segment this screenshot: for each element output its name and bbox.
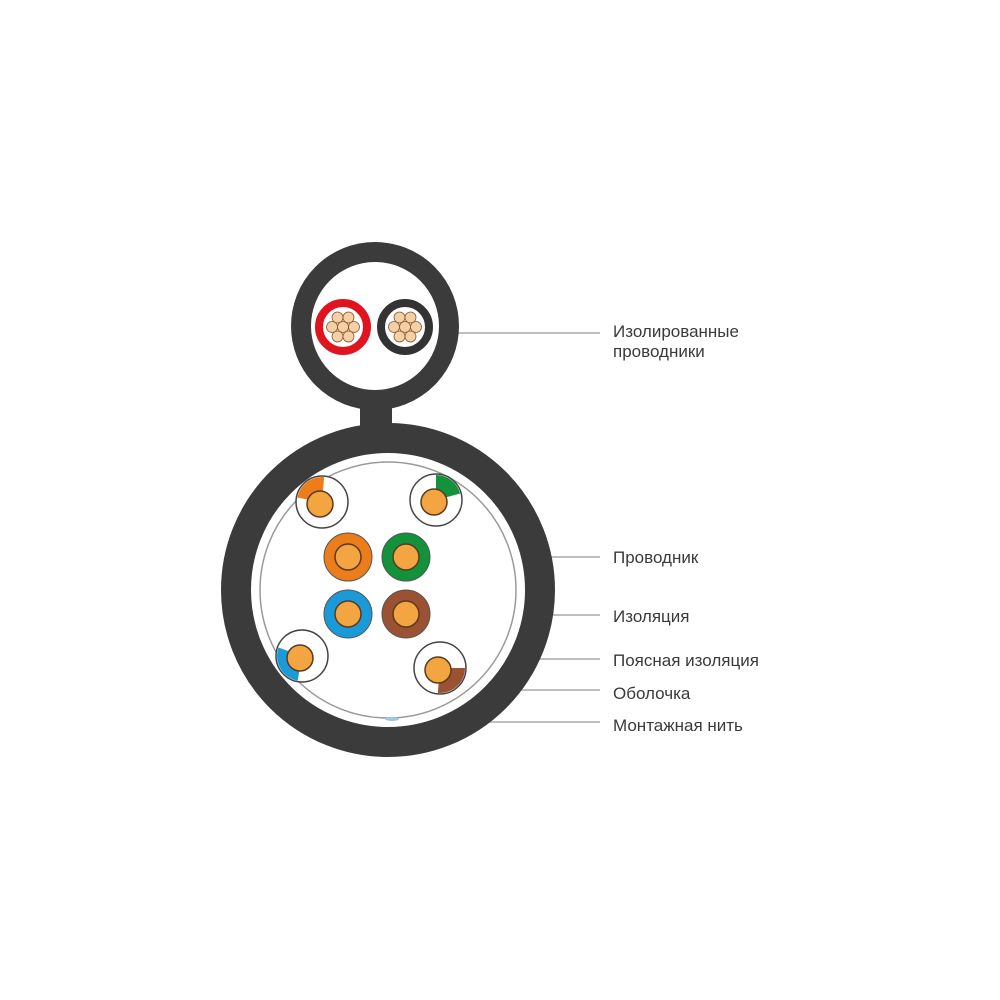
copper-strand bbox=[399, 321, 411, 333]
label-insulation: Изоляция bbox=[613, 607, 690, 626]
colored-insulated-core bbox=[323, 532, 373, 582]
copper-conductor bbox=[392, 600, 420, 628]
insulated-conductors bbox=[315, 299, 433, 355]
copper-conductor bbox=[334, 600, 362, 628]
striped-white-core bbox=[409, 473, 463, 527]
copper-strand bbox=[404, 330, 417, 343]
insulated-wire bbox=[377, 299, 433, 355]
copper-conductor bbox=[424, 656, 452, 684]
copper-strand bbox=[393, 311, 406, 324]
twisted-pairs bbox=[275, 473, 467, 695]
copper-conductor bbox=[392, 543, 420, 571]
copper-strand bbox=[331, 311, 344, 324]
label-line-2: проводники bbox=[613, 342, 705, 361]
messenger-sheath bbox=[291, 242, 459, 410]
label-belt-insulation: Поясная изоляция bbox=[613, 651, 759, 670]
label-conductor: Проводник bbox=[613, 548, 699, 567]
copper-strand bbox=[388, 321, 400, 333]
copper-conductor bbox=[334, 543, 362, 571]
copper-strand bbox=[326, 321, 338, 333]
outer-sheath bbox=[221, 423, 555, 757]
copper-strand bbox=[337, 321, 349, 333]
insulated-wire bbox=[315, 299, 371, 355]
copper-strand bbox=[410, 321, 422, 333]
ripcord-thread bbox=[385, 717, 399, 721]
colored-insulated-core bbox=[323, 589, 373, 639]
copper-strand bbox=[342, 330, 355, 343]
copper-strand bbox=[404, 311, 417, 324]
colored-insulated-core bbox=[381, 532, 431, 582]
label-ripcord: Монтажная нить bbox=[613, 716, 743, 735]
striped-white-core bbox=[295, 475, 349, 529]
colored-insulated-core bbox=[381, 589, 431, 639]
striped-white-core bbox=[413, 641, 467, 695]
label-line-1: Изолированные bbox=[613, 322, 739, 341]
striped-white-core bbox=[275, 629, 329, 683]
copper-conductor bbox=[306, 490, 334, 518]
copper-conductor bbox=[286, 644, 314, 672]
copper-conductor bbox=[420, 488, 448, 516]
copper-strand bbox=[348, 321, 360, 333]
label-sheath: Оболочка bbox=[613, 684, 691, 703]
copper-strand bbox=[342, 311, 355, 324]
copper-strand bbox=[393, 330, 406, 343]
copper-strand bbox=[331, 330, 344, 343]
